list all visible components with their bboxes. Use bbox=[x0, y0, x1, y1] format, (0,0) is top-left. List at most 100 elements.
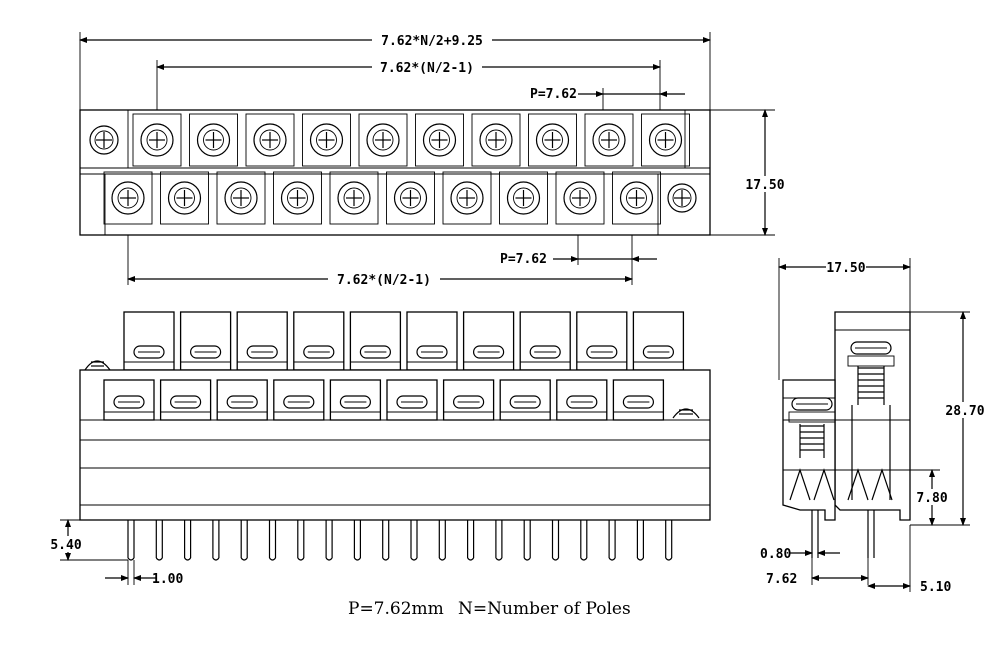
top-pitch-label: P=7.62 bbox=[530, 87, 577, 102]
pin bbox=[325, 520, 333, 561]
pin bbox=[212, 520, 220, 561]
pin bbox=[410, 520, 418, 561]
front-lower-housing bbox=[159, 379, 212, 421]
bottom-screw-icon bbox=[216, 171, 266, 225]
front-lower-housing bbox=[386, 379, 438, 421]
top-screw-icon bbox=[132, 113, 182, 167]
pin bbox=[523, 520, 531, 561]
front-upper-housing bbox=[236, 311, 288, 371]
bottom-screw-icon bbox=[386, 171, 435, 225]
side-height-dimension: 28.70 bbox=[910, 311, 985, 526]
front-upper-housing bbox=[349, 311, 402, 371]
bottom-screw-icon bbox=[160, 171, 209, 225]
overall-width-dimension: 7.62*N/2+9.25 bbox=[79, 32, 711, 49]
side-view: 17.50 bbox=[760, 258, 985, 595]
front-lower-housing bbox=[499, 379, 551, 421]
bottom-screw-icon bbox=[329, 171, 379, 225]
side-width-dimension: 17.50 bbox=[778, 258, 911, 380]
pin-width-dimension: 1.00 bbox=[105, 560, 183, 587]
front-lower-housings bbox=[103, 379, 665, 421]
side-height-label: 28.70 bbox=[945, 404, 984, 419]
pin bbox=[184, 520, 192, 561]
pin bbox=[127, 520, 135, 561]
front-pins bbox=[127, 520, 673, 561]
top-screw-icon bbox=[302, 113, 351, 167]
side-pin-edge-offset-dimension: 5.10 bbox=[867, 525, 951, 595]
front-mount-left-icon bbox=[84, 360, 111, 371]
pin bbox=[240, 520, 248, 561]
pin bbox=[495, 520, 503, 561]
top-height-label: 17.50 bbox=[745, 178, 784, 193]
top-screw-icon bbox=[528, 113, 577, 167]
front-upper-housing bbox=[406, 311, 458, 371]
mounting-screw-right-icon bbox=[667, 183, 697, 213]
front-upper-housing bbox=[632, 311, 685, 371]
front-upper-housings bbox=[123, 311, 685, 371]
bottom-pitch-label: P=7.62 bbox=[500, 252, 547, 267]
pin-width-label: 1.00 bbox=[152, 572, 183, 587]
bottom-row-span-dimension: 7.62*(N/2-1) bbox=[127, 235, 633, 288]
overall-width-label: 7.62*N/2+9.25 bbox=[381, 34, 483, 49]
pin bbox=[551, 520, 560, 561]
side-pin-row-offset-dimension: 7.62 bbox=[766, 558, 869, 587]
pin bbox=[580, 520, 588, 561]
top-screw-icon bbox=[189, 113, 238, 167]
caption-pitch: P=7.62mm bbox=[348, 599, 444, 619]
side-short-screw-icon bbox=[788, 397, 836, 501]
front-upper-housing bbox=[462, 311, 515, 371]
bottom-screw-icon bbox=[555, 171, 605, 225]
side-pin-thickness-label: 0.80 bbox=[760, 547, 791, 562]
bottom-screw-icon bbox=[442, 171, 492, 225]
front-lower-housing bbox=[442, 379, 495, 421]
mounting-screw-left-icon bbox=[89, 125, 119, 155]
front-lower-housing bbox=[216, 379, 268, 421]
pin-length-label: 5.40 bbox=[50, 538, 81, 553]
top-view: 7.62*N/2+9.25 7.62*(N/2-1) P=7.62 bbox=[79, 32, 785, 288]
pin bbox=[353, 520, 361, 561]
pin bbox=[382, 520, 390, 561]
side-pin-edge-offset-label: 5.10 bbox=[920, 580, 951, 595]
bottom-screw-icon bbox=[612, 171, 661, 225]
pin bbox=[268, 520, 277, 561]
top-pitch-dimension: P=7.62 bbox=[530, 87, 685, 102]
pin bbox=[297, 520, 305, 561]
front-lower-housing bbox=[612, 379, 665, 421]
pin bbox=[636, 520, 645, 561]
top-height-dimension: 17.50 bbox=[710, 109, 785, 236]
front-mount-right-icon bbox=[672, 408, 700, 419]
caption-poles: N=Number of Poles bbox=[458, 599, 631, 619]
front-lower-housing bbox=[556, 379, 608, 421]
bottom-screw-icon bbox=[103, 171, 153, 225]
bottom-screw-icon bbox=[499, 171, 548, 225]
pin-length-dimension: 5.40 bbox=[48, 519, 128, 561]
side-pin-row-offset-label: 7.62 bbox=[766, 572, 797, 587]
top-row-span-label: 7.62*(N/2-1) bbox=[380, 61, 474, 76]
side-pin-height-label: 7.80 bbox=[916, 491, 947, 506]
top-row-screws bbox=[132, 113, 690, 167]
pin bbox=[438, 520, 446, 561]
top-screw-icon bbox=[471, 113, 521, 167]
top-screw-icon bbox=[415, 113, 464, 167]
front-upper-housing bbox=[179, 311, 232, 371]
bottom-pitch-dimension: P=7.62 bbox=[500, 235, 657, 285]
bottom-row-span-label: 7.62*(N/2-1) bbox=[337, 273, 431, 288]
pin bbox=[467, 520, 475, 561]
side-pin-height-dimension: 7.80 bbox=[910, 469, 950, 526]
front-lower-housing bbox=[329, 379, 382, 421]
front-upper-housing bbox=[576, 311, 628, 371]
top-screw-icon bbox=[358, 113, 408, 167]
pin bbox=[608, 520, 616, 561]
top-row-span-dimension: 7.62*(N/2-1) bbox=[156, 59, 661, 76]
pin bbox=[155, 520, 163, 561]
bottom-screw-icon bbox=[273, 171, 322, 225]
top-screw-icon bbox=[584, 113, 634, 167]
top-screw-icon bbox=[641, 113, 690, 167]
front-upper-housing bbox=[293, 311, 345, 371]
pin bbox=[665, 520, 673, 561]
front-lower-housing bbox=[273, 379, 325, 421]
top-screw-icon bbox=[245, 113, 295, 167]
front-upper-housing bbox=[123, 311, 175, 371]
front-lower-housing bbox=[103, 379, 155, 421]
side-tall-screw-icon bbox=[847, 341, 895, 501]
